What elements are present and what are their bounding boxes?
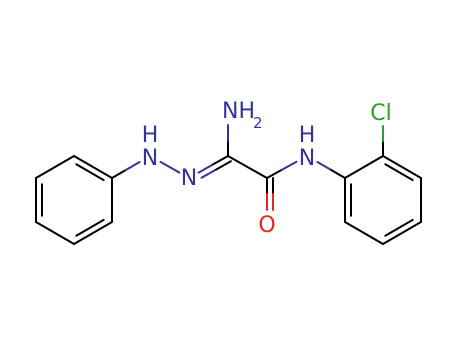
bond-c-nh-amide: [266, 168, 283, 179]
bond-nh-n: [159, 160, 181, 174]
atom-label-chlorine: Cl: [370, 101, 391, 126]
bond-ph1-2: [35, 155, 75, 179]
bond-ph1-5-inner: [75, 218, 105, 237]
bond-n-c-imine: [197, 163, 215, 174]
bond-n-c-imine: [212, 155, 229, 166]
bond-nh-ph2: [330, 169, 346, 179]
bond-nh-ph2: [316, 161, 333, 171]
bond-c-c-amide: [227, 155, 268, 179]
bond-n-c-imine-second: [215, 160, 232, 171]
bond-ph2-5: [344, 221, 384, 245]
bond-layer: [35, 124, 422, 245]
bond-ph2-4-inner: [384, 218, 414, 237]
bond-ph2-1: [344, 155, 384, 179]
atom-label-carbonyl-o: O: [258, 213, 275, 238]
atom-label-nh2: NH: [222, 99, 255, 124]
bond-ph1-1: [73, 155, 113, 179]
bond-ph1-nh: [124, 161, 141, 171]
atom-label-amide-h: H: [299, 123, 316, 148]
bond-ph1-4: [35, 221, 75, 245]
atom-label-nh2-subscript: 2: [253, 114, 263, 132]
atom-label-nh-hydrazine-n: N: [142, 146, 158, 171]
bond-n-c-imine-second: [200, 168, 218, 179]
atom-label-amide-n: N: [299, 146, 315, 171]
bond-ph2-4: [382, 221, 422, 245]
bond-ph2-2-inner: [384, 163, 414, 182]
bond-ph1-nh: [111, 169, 127, 179]
bond-ph1-1-inner: [75, 163, 105, 182]
bond-c-nh-amide: [280, 160, 298, 171]
atom-label-imine-n: N: [181, 166, 197, 191]
bond-ph2-2: [382, 155, 422, 179]
atom-label-nh-hydrazine-h: H: [142, 123, 159, 148]
bond-ph1-5: [73, 221, 113, 245]
